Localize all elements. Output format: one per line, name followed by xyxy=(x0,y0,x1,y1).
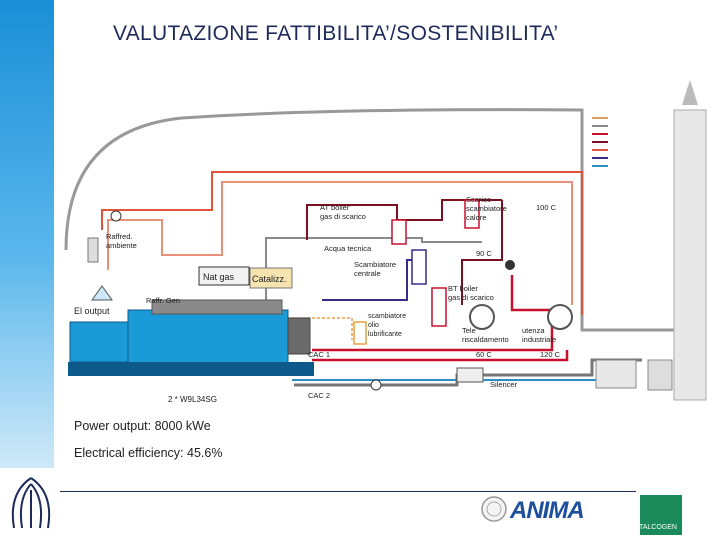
temp-100-label: 100 C xyxy=(536,203,557,212)
exhaust-stack xyxy=(673,109,707,401)
cac2-label: CAC 2 xyxy=(308,391,330,400)
silencer-box xyxy=(456,367,484,383)
at-boiler-label-1: AT boiler xyxy=(320,203,350,212)
nat-gas-label: Nat gas xyxy=(203,272,235,282)
pump-icon xyxy=(110,210,122,222)
silencer-label: Silencer xyxy=(490,380,518,389)
el-output-label: El output xyxy=(74,306,110,316)
electrical-efficiency-caption: Electrical efficiency: 45.6% xyxy=(74,446,223,460)
catalyzer-label: Catalizz. xyxy=(252,274,287,284)
hot-loop-outer xyxy=(101,171,583,315)
el-output-arrow-icon xyxy=(91,285,113,301)
legend-swatches xyxy=(592,117,608,167)
slide-title: VALUTAZIONE FATTIBILITA’/SOSTENIBILITA’ xyxy=(113,22,559,45)
central-exchanger-loop xyxy=(322,259,412,301)
confindustria-logo-icon xyxy=(11,477,51,529)
italcogen-logo-text: ITALCOGEN xyxy=(637,524,677,531)
anima-logo: ANIMA xyxy=(510,497,585,524)
building-outline xyxy=(64,108,704,400)
italcogen-logo xyxy=(640,495,682,535)
power-output-caption: Power output: 8000 kWe xyxy=(74,419,211,433)
round-seal-logo-icon xyxy=(481,496,507,522)
tech-water-loop xyxy=(265,237,482,315)
temp-90-label: 90 C xyxy=(476,249,492,258)
cac1-label: CAC 1 xyxy=(308,350,330,359)
central-exchanger xyxy=(411,249,427,285)
bt-boiler-exchanger xyxy=(431,287,447,327)
svg-text:Raffred.ambiente: Raffred.ambiente xyxy=(106,232,137,250)
at-boiler-exchanger xyxy=(391,219,407,245)
left-accent-bar xyxy=(0,0,54,468)
oil-exchanger xyxy=(353,321,367,345)
acqua-tecnica-label: Acqua tecnica xyxy=(324,244,372,253)
oil-loop xyxy=(292,317,353,340)
catalyzer-box xyxy=(249,267,293,289)
district-heating-wheel-icon xyxy=(469,304,495,330)
ambient-cooler xyxy=(87,237,99,263)
cooling-tower-icon xyxy=(595,359,637,389)
engine-genset xyxy=(68,299,314,376)
pump-icon xyxy=(505,260,515,270)
temp-60-label: 60 C xyxy=(476,350,492,359)
stack-plume-icon xyxy=(682,80,698,105)
at-boiler-label-2: gas di scarico xyxy=(320,212,366,221)
engine-label: 2 * W9L34SG xyxy=(168,395,217,404)
footer-divider xyxy=(60,491,636,492)
industrial-user-wheel-icon xyxy=(547,304,573,330)
raffr-gen-label: Raffr. Gen xyxy=(146,296,180,305)
temp-120-label: 120 C xyxy=(540,350,561,359)
pump-icon xyxy=(370,379,382,391)
nat-gas-box xyxy=(198,266,250,286)
tank-icon xyxy=(647,359,673,391)
scarico-exchanger xyxy=(464,199,480,229)
